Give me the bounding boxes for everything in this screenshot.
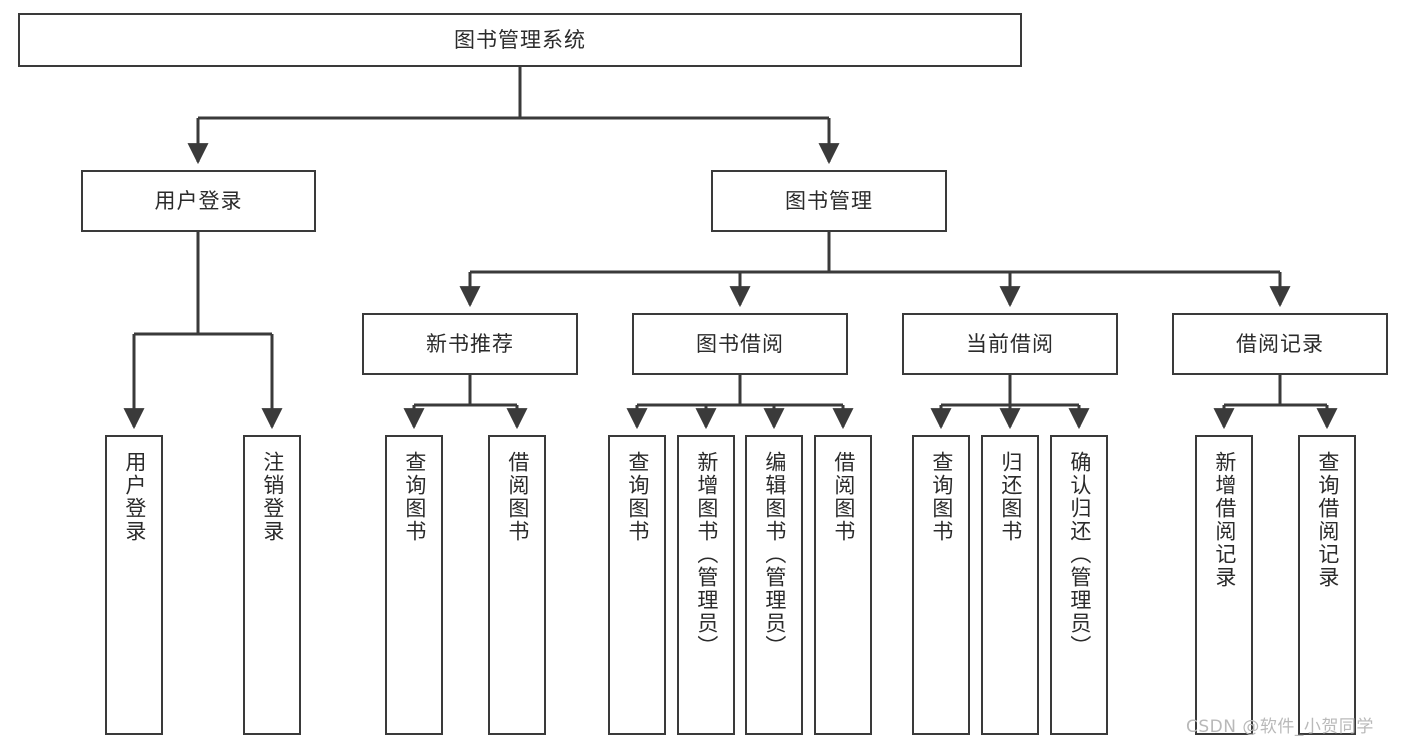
node-book-management[interactable]: 图书管理 <box>711 170 947 232</box>
leaf-add-book-admin-label: 新增图书（管理员） <box>694 451 719 658</box>
leaf-edit-book-admin-label: 编辑图书（管理员） <box>762 451 787 658</box>
leaf-edit-book-admin[interactable]: 编辑图书（管理员） <box>745 435 803 735</box>
leaf-add-borrow-record-label: 新增借阅记录 <box>1212 451 1237 589</box>
leaf-query-book-recommend[interactable]: 查询图书 <box>385 435 443 735</box>
leaf-query-borrow-record[interactable]: 查询借阅记录 <box>1298 435 1356 735</box>
leaf-borrow-book-recommend-label: 借阅图书 <box>505 451 530 543</box>
node-current-borrow-label: 当前借阅 <box>966 331 1054 356</box>
node-root-label: 图书管理系统 <box>454 27 586 52</box>
leaf-query-book-borrow[interactable]: 查询图书 <box>608 435 666 735</box>
node-root[interactable]: 图书管理系统 <box>18 13 1022 67</box>
leaf-borrow-book-recommend[interactable]: 借阅图书 <box>488 435 546 735</box>
leaf-add-borrow-record[interactable]: 新增借阅记录 <box>1195 435 1253 735</box>
node-user-login[interactable]: 用户登录 <box>81 170 316 232</box>
leaf-logout-label: 注销登录 <box>260 451 285 543</box>
node-book-borrow[interactable]: 图书借阅 <box>632 313 848 375</box>
node-new-book-recommend-label: 新书推荐 <box>426 331 514 356</box>
leaf-query-book-current[interactable]: 查询图书 <box>912 435 970 735</box>
node-borrow-record[interactable]: 借阅记录 <box>1172 313 1388 375</box>
leaf-add-book-admin[interactable]: 新增图书（管理员） <box>677 435 735 735</box>
node-new-book-recommend[interactable]: 新书推荐 <box>362 313 578 375</box>
leaf-confirm-return-admin-label: 确认归还（管理员） <box>1067 451 1092 658</box>
leaf-borrow-book-label: 借阅图书 <box>831 451 856 543</box>
leaf-user-login-label: 用户登录 <box>122 451 147 543</box>
node-borrow-record-label: 借阅记录 <box>1236 331 1324 356</box>
node-book-management-label: 图书管理 <box>785 188 873 213</box>
leaf-query-book-recommend-label: 查询图书 <box>402 451 427 543</box>
leaf-logout[interactable]: 注销登录 <box>243 435 301 735</box>
leaf-query-book-borrow-label: 查询图书 <box>625 451 650 543</box>
leaf-return-book-label: 归还图书 <box>998 451 1023 543</box>
node-current-borrow[interactable]: 当前借阅 <box>902 313 1118 375</box>
node-user-login-label: 用户登录 <box>154 188 243 213</box>
leaf-query-borrow-record-label: 查询借阅记录 <box>1315 451 1340 589</box>
watermark: CSDN @软件_小贺同学 <box>1186 717 1374 737</box>
leaf-user-login[interactable]: 用户登录 <box>105 435 163 735</box>
leaf-return-book[interactable]: 归还图书 <box>981 435 1039 735</box>
node-book-borrow-label: 图书借阅 <box>696 331 784 356</box>
leaf-query-book-current-label: 查询图书 <box>929 451 954 543</box>
leaf-borrow-book[interactable]: 借阅图书 <box>814 435 872 735</box>
leaf-confirm-return-admin[interactable]: 确认归还（管理员） <box>1050 435 1108 735</box>
